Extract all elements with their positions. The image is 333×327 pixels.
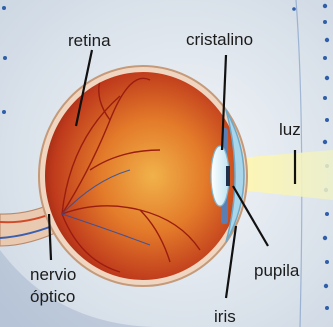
label-optico: óptico — [30, 287, 75, 306]
pupil — [226, 166, 230, 186]
label-retina: retina — [68, 31, 111, 50]
label-nervio: nervio — [30, 265, 76, 284]
label-cristalino: cristalino — [186, 30, 253, 49]
label-iris: iris — [214, 307, 236, 326]
label-luz: luz — [279, 120, 301, 139]
label-pupila: pupila — [254, 261, 300, 280]
